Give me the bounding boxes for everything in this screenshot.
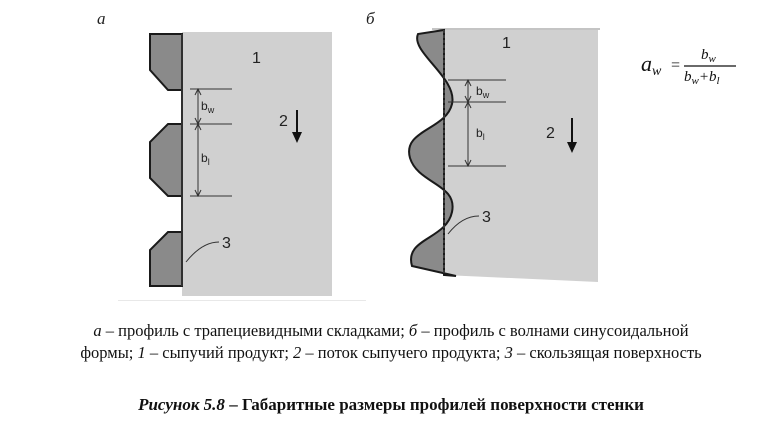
panel-b-flow-arrow [567,118,577,153]
panel-a-bl-label: bl [201,151,210,167]
panel-a-dim-arrows [194,87,202,198]
panel-b-label-2: 2 [546,125,555,142]
figure-title: Рисунок 5.8 – Габаритные размеры профиле… [0,394,782,416]
formula-lhs: aw [641,51,662,79]
panel-a-trapezoid-wall [149,33,183,287]
panel-b-leader-3 [447,215,480,235]
panel-b-label-1: 1 [502,35,511,52]
panel-b-dim-arrows [464,78,472,168]
figure-caption: а – профиль с трапециевидными складками;… [0,320,782,364]
panel-b-bw-label: bw [476,84,490,100]
caption-a-text: – профиль с трапециевидными складками; [101,321,409,340]
caption-one-text: – сыпучий продукт; [145,343,294,362]
figure-title-text: – Габаритные размеры профилей поверхност… [224,395,644,414]
panel-a-label-1: 1 [252,50,261,67]
panel-b-letter: б [366,9,375,28]
panel-a-bw-label: bw [201,99,215,115]
formula-numerator: bw [701,47,717,65]
panel-a-flow-arrow [292,110,302,143]
caption-line-2: формы; 1 – сыпучий продукт; 2 – поток сы… [0,342,782,364]
formula-eq: = [670,57,681,74]
panel-b-bl-label: bl [476,126,485,142]
caption-two: 2 [293,343,302,362]
caption-a-letter: а [93,321,102,340]
caption-b-letter: б [408,321,418,340]
caption-three: 3 [504,343,513,362]
caption-line-1: а – профиль с трапециевидными складками;… [0,320,782,342]
panel-a-bulk-material [182,32,332,296]
panel-a-label-3: 3 [222,235,231,252]
formula-aw: aw = bw bw+bl [641,47,736,87]
panel-a-leader-3 [185,241,220,263]
caption-one: 1 [137,343,146,362]
figure-title-number: Рисунок 5.8 [138,395,225,414]
formula-denominator: bw+bl [684,69,720,87]
panel-b-bulk-material [444,30,598,282]
caption-line2-start: формы; [80,343,138,362]
panel-b-label-3: 3 [482,209,491,226]
panel-a-label-2: 2 [279,113,288,130]
caption-b-text: – профиль с волнами синусоидальной [417,321,689,340]
caption-three-text: – скользящая поверхность [512,343,702,362]
panel-a-base-shadow [118,300,366,301]
figure-diagram: а bw bl 1 2 3 б bw bl 1 2 3 aw = bw [97,9,736,301]
caption-two-text: – поток сыпучего продукта; [301,343,505,362]
panel-a-letter: а [97,9,106,28]
